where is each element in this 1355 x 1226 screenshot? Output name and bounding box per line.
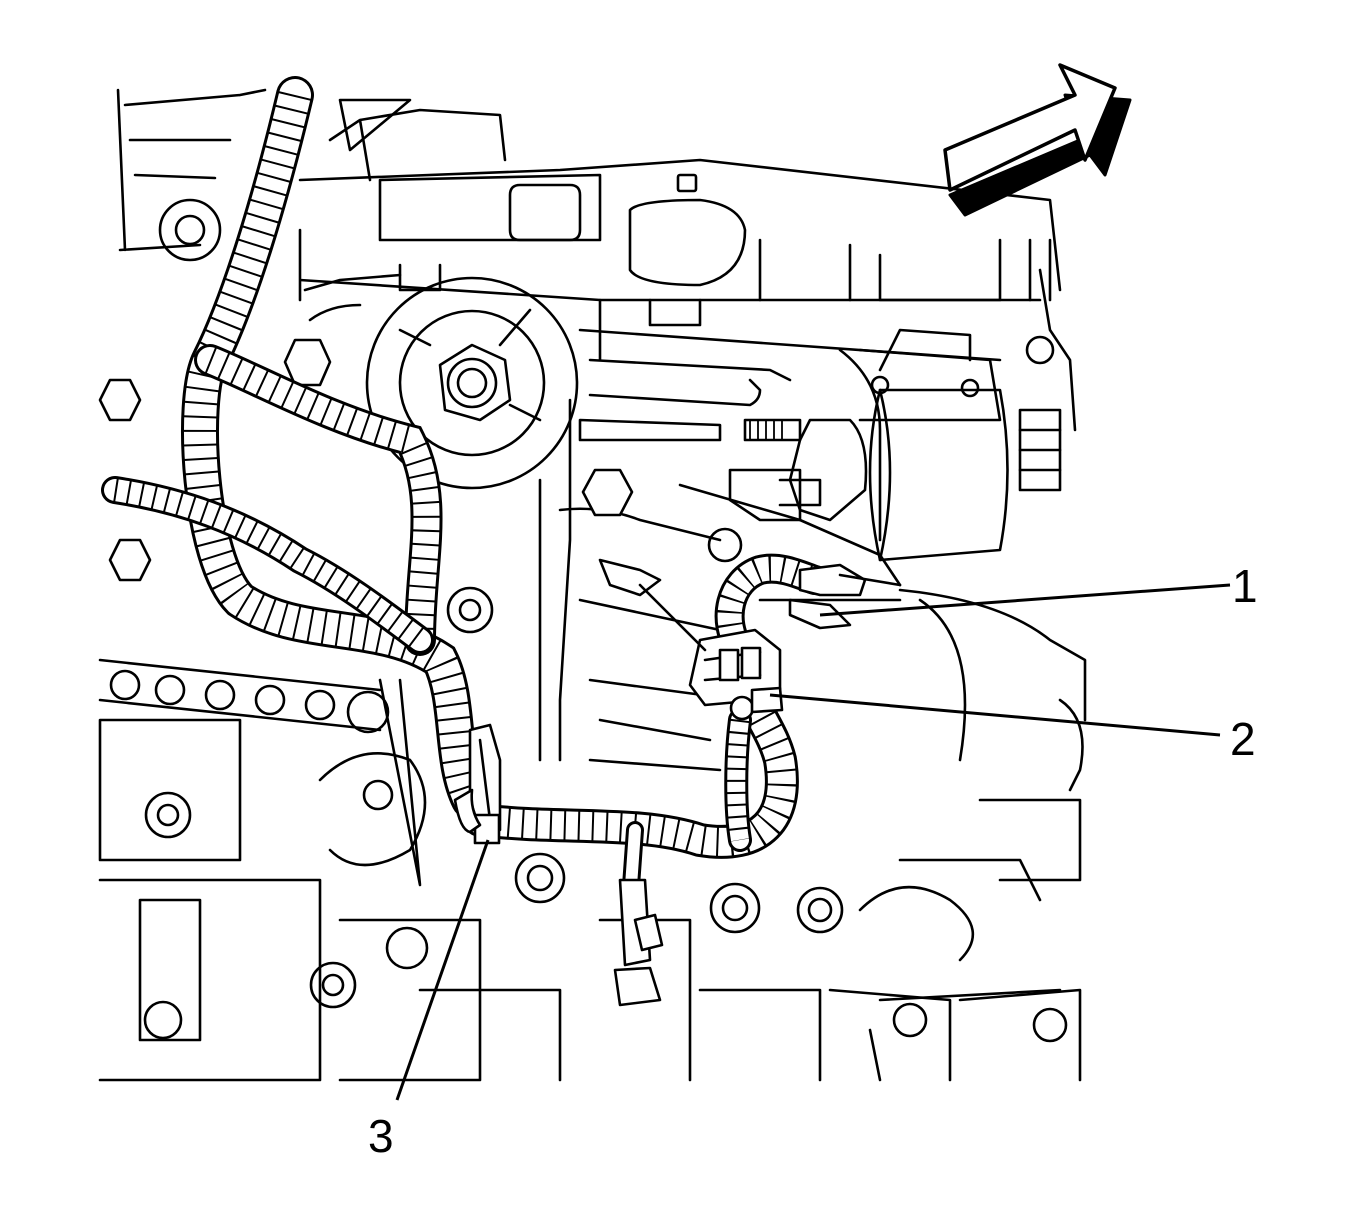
engine-block-lower [98, 658, 1082, 1082]
idler-pulley [365, 276, 579, 490]
callout-3-leader [395, 839, 490, 1101]
engine-block-upper [116, 88, 1077, 432]
starter-terminal-connector [788, 563, 902, 630]
harness-retainer-clip [453, 723, 502, 845]
fasteners-left [98, 198, 743, 634]
callout-3-label: 3 [368, 1110, 394, 1162]
callout-2-label: 2 [1230, 713, 1256, 765]
harness-electrical-connector [688, 628, 784, 721]
engine-block-middle [538, 298, 1002, 772]
harness-clips-lower [598, 558, 707, 1007]
callout-2-leader [769, 693, 1221, 737]
starter-motor [678, 328, 1087, 792]
callout-1-label: 1 [1232, 560, 1258, 612]
wiring-harness [101, 76, 830, 909]
direction-arrow-icon [943, 63, 1132, 217]
callout-1-leader [819, 583, 1231, 617]
callout-leaders [395, 583, 1231, 1101]
